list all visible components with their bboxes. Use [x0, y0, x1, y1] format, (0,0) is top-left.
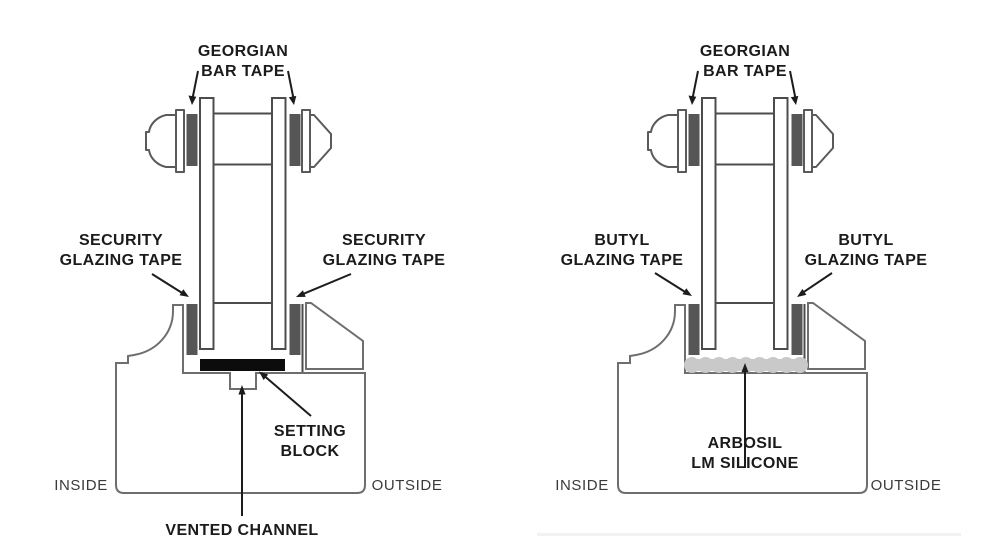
outside-bead-block	[807, 302, 866, 370]
label-line: GEORGIAN	[699, 43, 791, 60]
georgian-bar-tape-right	[289, 114, 301, 166]
label-butyl-glazing-tape-right: BUTYL GLAZING TAPE	[805, 231, 928, 271]
georgian-bar-moulding-left	[145, 114, 177, 168]
arrow-glazing-tape-right	[296, 273, 352, 297]
label-line: BUTYL	[838, 232, 894, 249]
label-setting-block: SETTING BLOCK	[274, 422, 346, 462]
arrow-setting-block	[259, 371, 312, 417]
glass-pane-outer	[773, 97, 789, 350]
label-line: GLAZING TAPE	[804, 252, 928, 269]
label-line: LM SILICONE	[691, 455, 799, 472]
label-outside-left-diagram: OUTSIDE	[371, 477, 443, 494]
label-line: SECURITY	[78, 232, 164, 249]
butyl-glazing-tape-right	[791, 304, 803, 355]
label-line: BAR TAPE	[703, 63, 787, 80]
georgian-bar-spacer	[213, 112, 272, 166]
label-georgian-bar-tape-right-diagram: GEORGIAN BAR TAPE	[700, 42, 790, 82]
label-line: BAR TAPE	[201, 63, 285, 80]
setting-block	[200, 359, 285, 371]
label-line: SECURITY	[341, 232, 427, 249]
label-line: GEORGIAN	[197, 43, 289, 60]
arrow-georgian-right	[789, 70, 799, 105]
security-glazing-tape-left	[186, 304, 198, 355]
label-line: GLAZING TAPE	[322, 252, 446, 269]
window-frame-profile	[115, 304, 366, 494]
outside-bead-block	[305, 302, 364, 370]
label-inside-left-diagram: INSIDE	[54, 477, 108, 494]
label-arbosil-lm-silicone: ARBOSIL LM SILICONE	[691, 434, 799, 474]
window-frame-profile	[617, 304, 868, 494]
georgian-bar-backplate-left	[175, 109, 185, 173]
right-diagram	[617, 70, 868, 494]
arrow-silicone	[741, 363, 749, 468]
georgian-bar-moulding-right	[811, 114, 834, 168]
glass-pane-inner	[701, 97, 717, 350]
label-inside-right-diagram: INSIDE	[555, 477, 609, 494]
label-line: BLOCK	[280, 443, 340, 460]
butyl-glazing-tape-left	[688, 304, 700, 355]
arrow-georgian-left	[688, 70, 699, 105]
arrow-vented-channel	[238, 385, 246, 516]
label-security-glazing-tape-right: SECURITY GLAZING TAPE	[323, 231, 446, 271]
georgian-bar-backplate-right	[301, 109, 311, 173]
georgian-bar-spacer	[715, 112, 774, 166]
label-line: GLAZING TAPE	[59, 252, 183, 269]
label-vented-channel: VENTED CHANNEL	[165, 521, 318, 541]
label-line: BUTYL	[594, 232, 650, 249]
label-security-glazing-tape-left: SECURITY GLAZING TAPE	[60, 231, 183, 271]
arrow-georgian-right	[287, 70, 297, 105]
arrow-georgian-left	[188, 70, 199, 105]
label-georgian-bar-tape-left-diagram: GEORGIAN BAR TAPE	[198, 42, 288, 82]
arrow-glazing-tape-right	[797, 272, 833, 297]
label-line: VENTED CHANNEL	[165, 522, 319, 539]
georgian-bar-moulding-left	[647, 114, 679, 168]
glass-pane-outer	[271, 97, 287, 350]
label-butyl-glazing-tape-left: BUTYL GLAZING TAPE	[561, 231, 684, 271]
bottom-divider-line	[537, 533, 961, 536]
arrow-glazing-tape-left	[654, 272, 692, 296]
silicone-bed	[684, 357, 808, 373]
georgian-bar-tape-right	[791, 114, 803, 166]
georgian-bar-tape-left	[186, 114, 198, 166]
arrow-glazing-tape-left	[151, 273, 189, 297]
georgian-bar-backplate-left	[677, 109, 687, 173]
left-diagram	[115, 70, 366, 516]
georgian-bar-moulding-right	[309, 114, 332, 168]
label-line: GLAZING TAPE	[560, 252, 684, 269]
label-line: SETTING	[273, 423, 347, 440]
security-glazing-tape-right	[289, 304, 301, 355]
label-line: ARBOSIL	[707, 435, 783, 452]
label-outside-right-diagram: OUTSIDE	[870, 477, 942, 494]
georgian-bar-tape-left	[688, 114, 700, 166]
georgian-bar-backplate-right	[803, 109, 813, 173]
glass-pane-inner	[199, 97, 215, 350]
